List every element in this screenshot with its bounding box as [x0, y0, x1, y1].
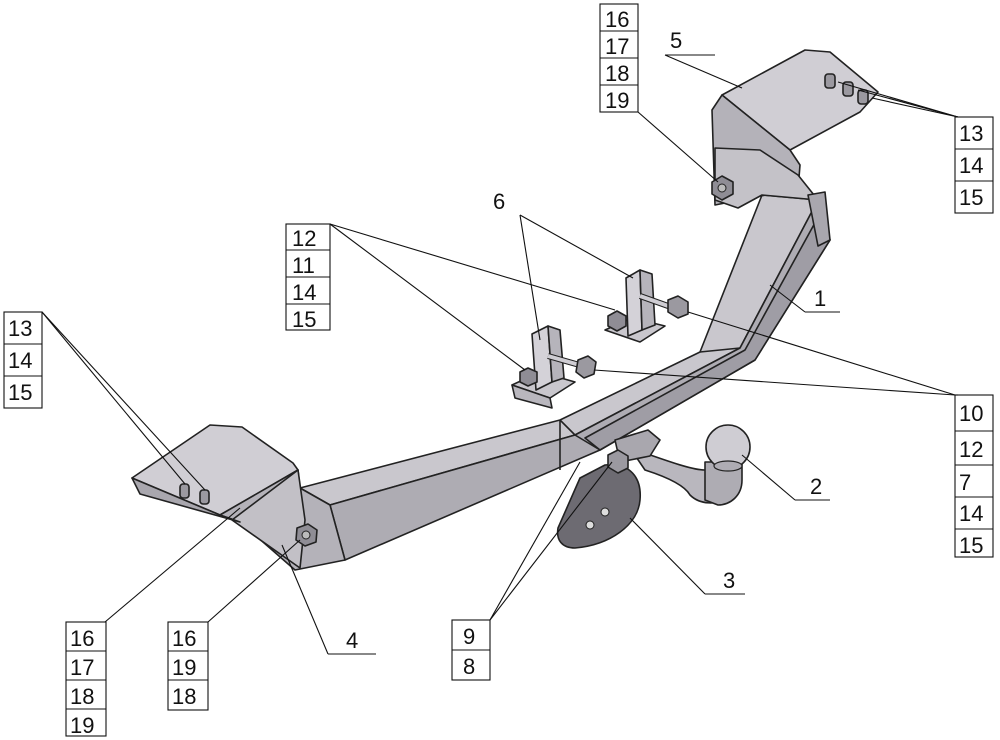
callout-item: 17 — [605, 34, 629, 59]
callout-item: 9 — [463, 624, 475, 649]
callout-item: 12 — [959, 437, 983, 462]
callout-stack-bottom-center: 9 8 — [451, 619, 491, 681]
callout-item: 13 — [8, 316, 32, 341]
callout-item: 14 — [8, 348, 32, 373]
callout-item: 14 — [959, 501, 983, 526]
callout-item: 7 — [959, 470, 971, 495]
tow-ball-assembly — [614, 424, 751, 506]
callout-item: 15 — [959, 185, 983, 210]
callout-item: 18 — [70, 684, 94, 709]
callout-item: 19 — [172, 655, 196, 680]
callout-item: 15 — [8, 380, 32, 405]
callout-item: 14 — [292, 280, 316, 305]
mounting-plate — [556, 449, 641, 549]
callout-item: 17 — [70, 655, 94, 680]
callout-item: 8 — [463, 654, 475, 679]
callout-item: 11 — [292, 253, 315, 278]
callout-part-5: 5 — [670, 28, 682, 53]
left-bracket — [131, 424, 346, 571]
callout-item: 16 — [172, 626, 196, 651]
callout-stack-right-top: 13 14 15 — [954, 116, 994, 214]
callout-stack-top-center: 16 17 18 19 — [599, 3, 639, 113]
callout-item: 18 — [605, 61, 629, 86]
callout-part-4: 4 — [346, 628, 358, 653]
callout-item: 13 — [959, 121, 983, 146]
callout-item: 15 — [959, 533, 983, 558]
crossbeam — [299, 194, 831, 561]
callout-item: 16 — [70, 626, 94, 651]
callout-stack-center-left: 12 11 14 15 — [285, 223, 331, 332]
callout-stack-bottom-left-b: 16 19 18 — [167, 621, 209, 711]
callout-item: 12 — [292, 226, 316, 251]
callout-part-6: 6 — [493, 189, 505, 214]
leader-lines — [41, 54, 959, 655]
callout-item: 18 — [172, 684, 196, 709]
right-bracket — [711, 49, 879, 247]
callout-stack-right-bottom: 10 12 7 14 15 — [954, 394, 994, 558]
callout-stack-bottom-left-a: 16 17 18 19 — [65, 621, 107, 738]
mounting-bracket-left — [511, 325, 576, 409]
through-bolt — [547, 293, 689, 379]
callout-item: 10 — [959, 401, 983, 426]
mounting-bracket-right — [604, 269, 666, 343]
callout-part-1: 1 — [814, 286, 826, 311]
callout-item: 19 — [605, 88, 629, 113]
callout-part-2: 2 — [810, 474, 822, 499]
callout-part-3: 3 — [723, 568, 735, 593]
callout-item: 15 — [292, 307, 316, 332]
callout-item: 19 — [70, 713, 94, 738]
callout-stack-left-top: 13 14 15 — [3, 311, 43, 409]
callout-item: 16 — [605, 7, 629, 32]
callout-item: 14 — [959, 153, 983, 178]
